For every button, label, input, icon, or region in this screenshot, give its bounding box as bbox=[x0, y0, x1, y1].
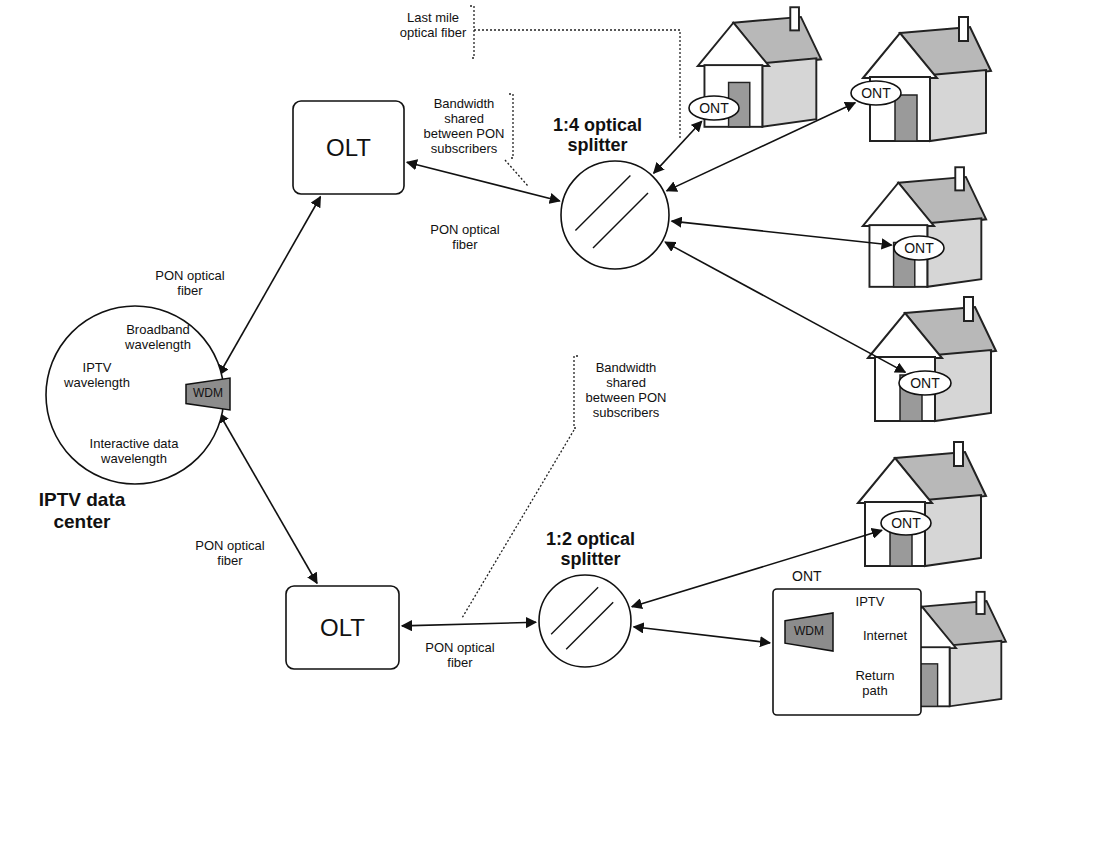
edge-label: PON optical fiber bbox=[150, 268, 230, 298]
house bbox=[863, 17, 991, 141]
outline bbox=[785, 613, 833, 651]
outline bbox=[561, 161, 669, 269]
equipment-box: OLT bbox=[285, 585, 400, 670]
node-label: ONT bbox=[910, 375, 940, 391]
node-heading: 1:2 optical splitter bbox=[538, 529, 643, 570]
outline bbox=[689, 96, 739, 120]
callout-bracket bbox=[509, 94, 513, 158]
wdm-trapezoid: WDM bbox=[185, 377, 231, 411]
annotation-label: Bandwidth shared between PON subscribers bbox=[420, 96, 508, 156]
node-label: OLT bbox=[326, 134, 371, 162]
fiber-connector bbox=[407, 162, 560, 201]
house bbox=[863, 167, 986, 287]
fiber-connector bbox=[665, 242, 905, 372]
callout-bracket bbox=[574, 356, 578, 428]
edge-label: PON optical fiber bbox=[420, 640, 500, 670]
fiber-connector bbox=[654, 121, 702, 173]
wdm-trapezoid: WDM bbox=[784, 612, 834, 652]
fiber-connector bbox=[634, 627, 770, 643]
annotation-label: Interactive data wavelength bbox=[82, 436, 186, 466]
callout-bracket bbox=[470, 6, 474, 58]
fiber-connector bbox=[402, 622, 536, 626]
annotation-label: IPTV wavelength bbox=[60, 360, 134, 390]
annotation-label: Internet bbox=[857, 628, 913, 643]
node-outline bbox=[538, 574, 632, 668]
leader-line bbox=[505, 160, 528, 186]
outline bbox=[894, 236, 944, 260]
outline bbox=[186, 378, 230, 410]
outline bbox=[881, 511, 931, 535]
circle-node: 1:2 optical splitter bbox=[538, 574, 632, 668]
annotation-label: Broadband wavelength bbox=[120, 322, 196, 352]
outline bbox=[293, 101, 404, 194]
house bbox=[858, 442, 986, 566]
annotation-label: IPTV bbox=[853, 594, 887, 609]
node-label: ONT bbox=[699, 100, 729, 116]
ont-oval: ONT bbox=[893, 235, 945, 261]
ont-oval: ONT bbox=[850, 80, 902, 106]
splitter-line bbox=[566, 602, 613, 649]
house bbox=[868, 297, 996, 421]
splitter-line bbox=[551, 587, 598, 634]
node-outline bbox=[772, 588, 922, 716]
annotation-label: Last mile optical fiber bbox=[398, 10, 468, 40]
node-label: WDM bbox=[193, 387, 223, 401]
node-heading: IPTV data center bbox=[17, 489, 147, 533]
node-label: WDM bbox=[794, 625, 824, 639]
outline bbox=[773, 589, 921, 715]
outline bbox=[46, 306, 224, 484]
node-label: OLT bbox=[320, 614, 365, 642]
node-heading: 1:4 optical splitter bbox=[545, 115, 650, 156]
node-outline bbox=[560, 160, 670, 270]
annotation-label: Return path bbox=[846, 668, 904, 698]
node-heading: ONT bbox=[792, 568, 842, 584]
splitter-line bbox=[593, 193, 648, 248]
ont-oval: ONT bbox=[688, 95, 740, 121]
fiber-connector bbox=[219, 197, 321, 376]
outline bbox=[286, 586, 399, 669]
edge-label: PON optical fiber bbox=[190, 538, 270, 568]
circle-node: 1:4 optical splitter bbox=[560, 160, 670, 270]
outline bbox=[539, 575, 631, 667]
ont-oval: ONT bbox=[898, 370, 952, 396]
ont-oval: ONT bbox=[880, 510, 932, 536]
node-label: ONT bbox=[904, 240, 934, 256]
equipment-box: ONTWDM bbox=[772, 588, 922, 716]
node-label: ONT bbox=[861, 85, 891, 101]
annotation-label: Bandwidth shared between PON subscribers bbox=[582, 360, 670, 420]
splitter-line bbox=[575, 175, 630, 230]
fiber-connector bbox=[672, 221, 892, 245]
outline bbox=[899, 371, 951, 395]
node-label: ONT bbox=[891, 515, 921, 531]
edge-label: PON optical fiber bbox=[425, 222, 505, 252]
equipment-box: OLT bbox=[292, 100, 405, 195]
outline bbox=[851, 81, 901, 105]
house bbox=[698, 7, 821, 127]
